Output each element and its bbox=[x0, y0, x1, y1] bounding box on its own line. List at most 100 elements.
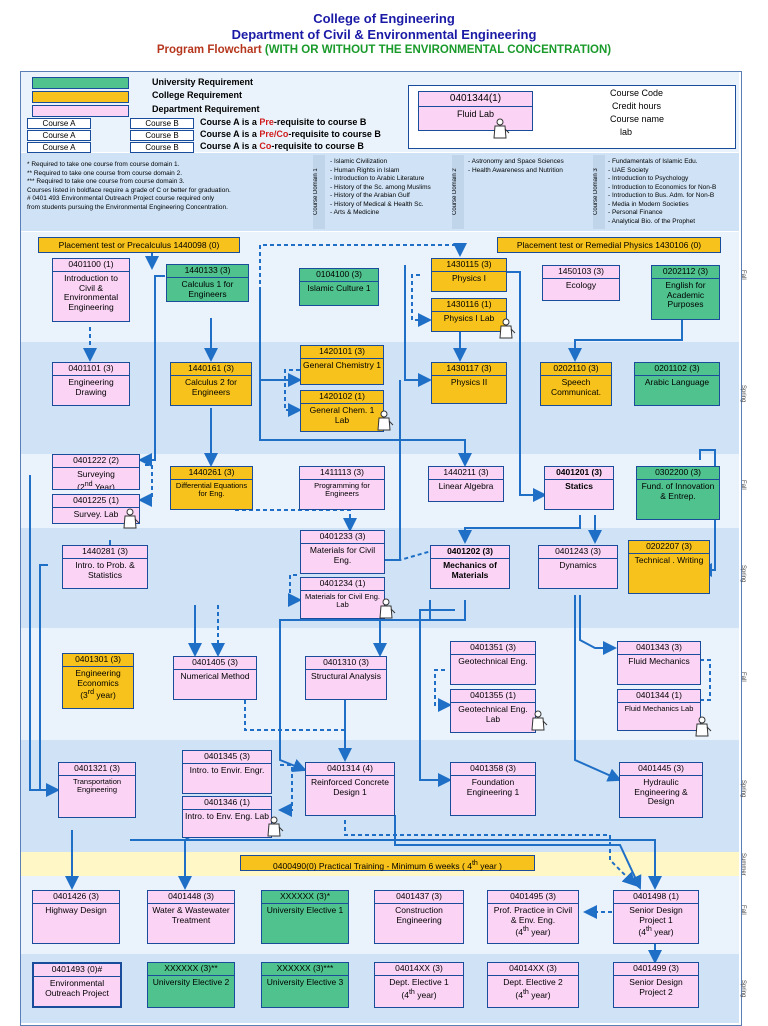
lab-technician-icon bbox=[695, 716, 712, 737]
notes-text: * Required to take one course from cours… bbox=[27, 161, 231, 211]
domain-item: - Fundamentals of Islamic Edu. bbox=[608, 158, 698, 165]
course-dept-elective-1[interactable]: 04014XX (3)Dept. Elective 1(4th year) bbox=[374, 962, 464, 1008]
legend-college-swatch bbox=[32, 91, 129, 103]
legend-course-a-3: Course A bbox=[27, 142, 91, 153]
course-0302200[interactable]: 0302200 (3)Fund. of Innovation & Entrep. bbox=[636, 466, 720, 520]
course-1430116[interactable]: 1430116 (1)Physics I Lab bbox=[431, 298, 507, 332]
course-university-elective-2[interactable]: XXXXXX (3)**University Elective 2 bbox=[147, 962, 235, 1008]
course-0202207[interactable]: 0202207 (3)Technical . Writing bbox=[628, 540, 710, 594]
course-0401100[interactable]: 0401100 (1)Introduction to Civil & Envir… bbox=[52, 258, 130, 322]
course-0401495[interactable]: 0401495 (3)Prof. Practice in Civil & Env… bbox=[487, 890, 579, 944]
course-0401310[interactable]: 0401310 (3)Structural Analysis bbox=[305, 656, 387, 700]
domain3-list: - Fundamentals of Islamic Edu.- UAE Soci… bbox=[608, 158, 743, 226]
domain-item: - History of the Arabian Gulf bbox=[330, 192, 410, 199]
domain-item: - History of Medical & Health Sc. bbox=[330, 200, 424, 208]
semester-label: Fall bbox=[740, 270, 746, 280]
course-0104100[interactable]: 0104100 (3)Islamic Culture 1 bbox=[299, 268, 379, 306]
course-0401344[interactable]: 0401344 (1)Fluid Mechanics Lab bbox=[617, 689, 701, 731]
sample-label-name: Course name bbox=[610, 114, 665, 124]
lab-technician-icon bbox=[379, 598, 396, 619]
domain-item: - Astronomy and Space Sciences bbox=[468, 158, 564, 165]
course-0401343[interactable]: 0401343 (3)Fluid Mechanics bbox=[617, 641, 701, 685]
course-0201102[interactable]: 0201102 (3)Arabic Language bbox=[634, 362, 720, 406]
domain-item: - Personal Finance bbox=[608, 209, 663, 216]
course-0401499[interactable]: 0401499 (3)Senior Design Project 2 bbox=[613, 962, 699, 1008]
legend-course-a-2: Course A bbox=[27, 130, 91, 141]
legend-course-b-3: Course B bbox=[130, 142, 194, 153]
course-university-elective-3[interactable]: XXXXXX (3)***University Elective 3 bbox=[261, 962, 349, 1008]
practical-training[interactable]: 0400490(0) Practical Training - Minimum … bbox=[240, 855, 535, 871]
domain-item: - Health Awareness and Nutrition bbox=[468, 166, 563, 174]
legend-course-b-1: Course B bbox=[130, 118, 194, 129]
course-1440281[interactable]: 1440281 (3)Intro. to Prob. & Statistics bbox=[62, 545, 148, 589]
course-0401498[interactable]: 0401498 (1)Senior Design Project 1(4th y… bbox=[613, 890, 699, 944]
course-0401351[interactable]: 0401351 (3)Geotechnical Eng. bbox=[450, 641, 536, 685]
course-1440261[interactable]: 1440261 (3)Differential Equations for En… bbox=[170, 466, 253, 510]
domain-item: - Analytical Bio. of the Prophet bbox=[608, 217, 696, 225]
header-subtitle: Program Flowchart (WITH OR WITHOUT THE E… bbox=[0, 44, 768, 56]
course-0401445[interactable]: 0401445 (3)Hydraulic Engineering & Desig… bbox=[619, 762, 703, 818]
domain-item: - Islamic Civilization bbox=[330, 158, 388, 165]
course-university-elective-1[interactable]: XXXXXX (3)*University Elective 1 bbox=[261, 890, 349, 944]
course-0202112[interactable]: 0202112 (3)English for Academic Purposes bbox=[651, 265, 720, 320]
course-0401493[interactable]: 0401493 (0)#Environmental Outreach Proje… bbox=[32, 962, 122, 1008]
sample-label-lab: lab bbox=[620, 127, 633, 137]
lab-technician-icon bbox=[493, 118, 510, 139]
course-0401405[interactable]: 0401405 (3)Numerical Method bbox=[173, 656, 257, 700]
legend-college: College Requirement bbox=[152, 90, 243, 100]
course-0401234[interactable]: 0401234 (1)Materials for Civil Eng. Lab bbox=[300, 577, 385, 619]
course-0401202[interactable]: 0401202 (3)Mechanics of Materials bbox=[430, 545, 510, 589]
legend-university-swatch bbox=[32, 77, 129, 89]
course-1430117[interactable]: 1430117 (3)Physics II bbox=[431, 362, 507, 404]
course-0401314[interactable]: 0401314 (4)Reinforced Concrete Design 1 bbox=[305, 762, 395, 816]
placement-test-calculus: Placement test or Precalculus 1440098 (0… bbox=[38, 237, 240, 253]
domain1-list: - Islamic Civilization- Human Rights in … bbox=[330, 158, 450, 218]
semester-label: Fall bbox=[740, 905, 746, 915]
course-0401301[interactable]: 0401301 (3)Engineering Economics(3rd yea… bbox=[62, 653, 134, 709]
course-1411113[interactable]: 1411113 (3)Programming for Engineers bbox=[299, 466, 385, 510]
course-1420101[interactable]: 1420101 (3)General Chemistry 1 bbox=[300, 345, 384, 385]
course-0401358[interactable]: 0401358 (3)Foundation Engineering 1 bbox=[450, 762, 536, 816]
course-0401201[interactable]: 0401201 (3)Statics bbox=[544, 466, 614, 510]
sample-course-box: 0401344(1) Fluid Lab bbox=[418, 91, 533, 131]
course-1440133[interactable]: 1440133 (3)Calculus 1 for Engineers bbox=[166, 264, 249, 302]
course-0401437[interactable]: 0401437 (3)Construction Engineering bbox=[374, 890, 464, 944]
course-0401355[interactable]: 0401355 (1)Geotechnical Eng. Lab bbox=[450, 689, 536, 733]
subtitle-flowchart: Program Flowchart bbox=[156, 44, 262, 56]
domain-item: - Introduction to Arabic Literature bbox=[330, 175, 425, 182]
course-1420102[interactable]: 1420102 (1)General Chem. 1 Lab bbox=[300, 390, 384, 432]
semester-label: Summer bbox=[740, 853, 746, 876]
course-0401321[interactable]: 0401321 (3)Transportation Engineering bbox=[58, 762, 136, 818]
legend-course-a-1: Course A bbox=[27, 118, 91, 129]
course-dept-elective-2[interactable]: 04014XX (3)Dept. Elective 2(4th year) bbox=[487, 962, 579, 1008]
legend-university: University Requirement bbox=[152, 77, 254, 87]
course-0401448[interactable]: 0401448 (3)Water & Wastewater Treatment bbox=[147, 890, 235, 944]
legend-course-b-2: Course B bbox=[130, 130, 194, 141]
course-1440161[interactable]: 1440161 (3)Calculus 2 for Engineers bbox=[170, 362, 252, 406]
sample-label-credit: Credit hours bbox=[612, 101, 662, 111]
course-0401233[interactable]: 0401233 (3)Materials for Civil Eng. bbox=[300, 530, 385, 574]
sample-label-code: Course Code bbox=[610, 88, 664, 98]
course-1450103[interactable]: 1450103 (3)Ecology bbox=[542, 265, 620, 301]
lab-technician-icon bbox=[123, 508, 140, 529]
course-1440211[interactable]: 1440211 (3)Linear Algebra bbox=[428, 466, 504, 502]
semester-label: Spring bbox=[740, 385, 746, 403]
course-1430115[interactable]: 1430115 (3)Physics I bbox=[431, 258, 507, 292]
legend-department: Department Requirement bbox=[152, 104, 260, 114]
legend-co: Course A is a Co-requisite to course B bbox=[200, 141, 364, 151]
semester-label: Spring bbox=[740, 565, 746, 583]
semester-label: Spring bbox=[740, 980, 746, 998]
course-0401243[interactable]: 0401243 (3)Dynamics bbox=[538, 545, 618, 589]
semester-label: Fall bbox=[740, 480, 746, 490]
domain-item: - History of the Sc. among Muslims bbox=[330, 183, 431, 191]
course-0401345[interactable]: 0401345 (3)Intro. to Envir. Engr. bbox=[182, 750, 272, 794]
course-0401346[interactable]: 0401346 (1)Intro. to Env. Eng. Lab bbox=[182, 796, 272, 838]
legend-department-swatch bbox=[32, 105, 129, 117]
course-0401222[interactable]: 0401222 (2)Surveying(2nd Year) bbox=[52, 454, 140, 490]
domain-item: - Introduction to Psychology bbox=[608, 175, 689, 182]
course-0401101[interactable]: 0401101 (3)Engineering Drawing bbox=[52, 362, 130, 406]
course-0202110[interactable]: 0202110 (3)Speech Communicat. bbox=[540, 362, 612, 406]
domain-item: - UAE Society bbox=[608, 166, 649, 174]
course-0401426[interactable]: 0401426 (3)Highway Design bbox=[32, 890, 120, 944]
